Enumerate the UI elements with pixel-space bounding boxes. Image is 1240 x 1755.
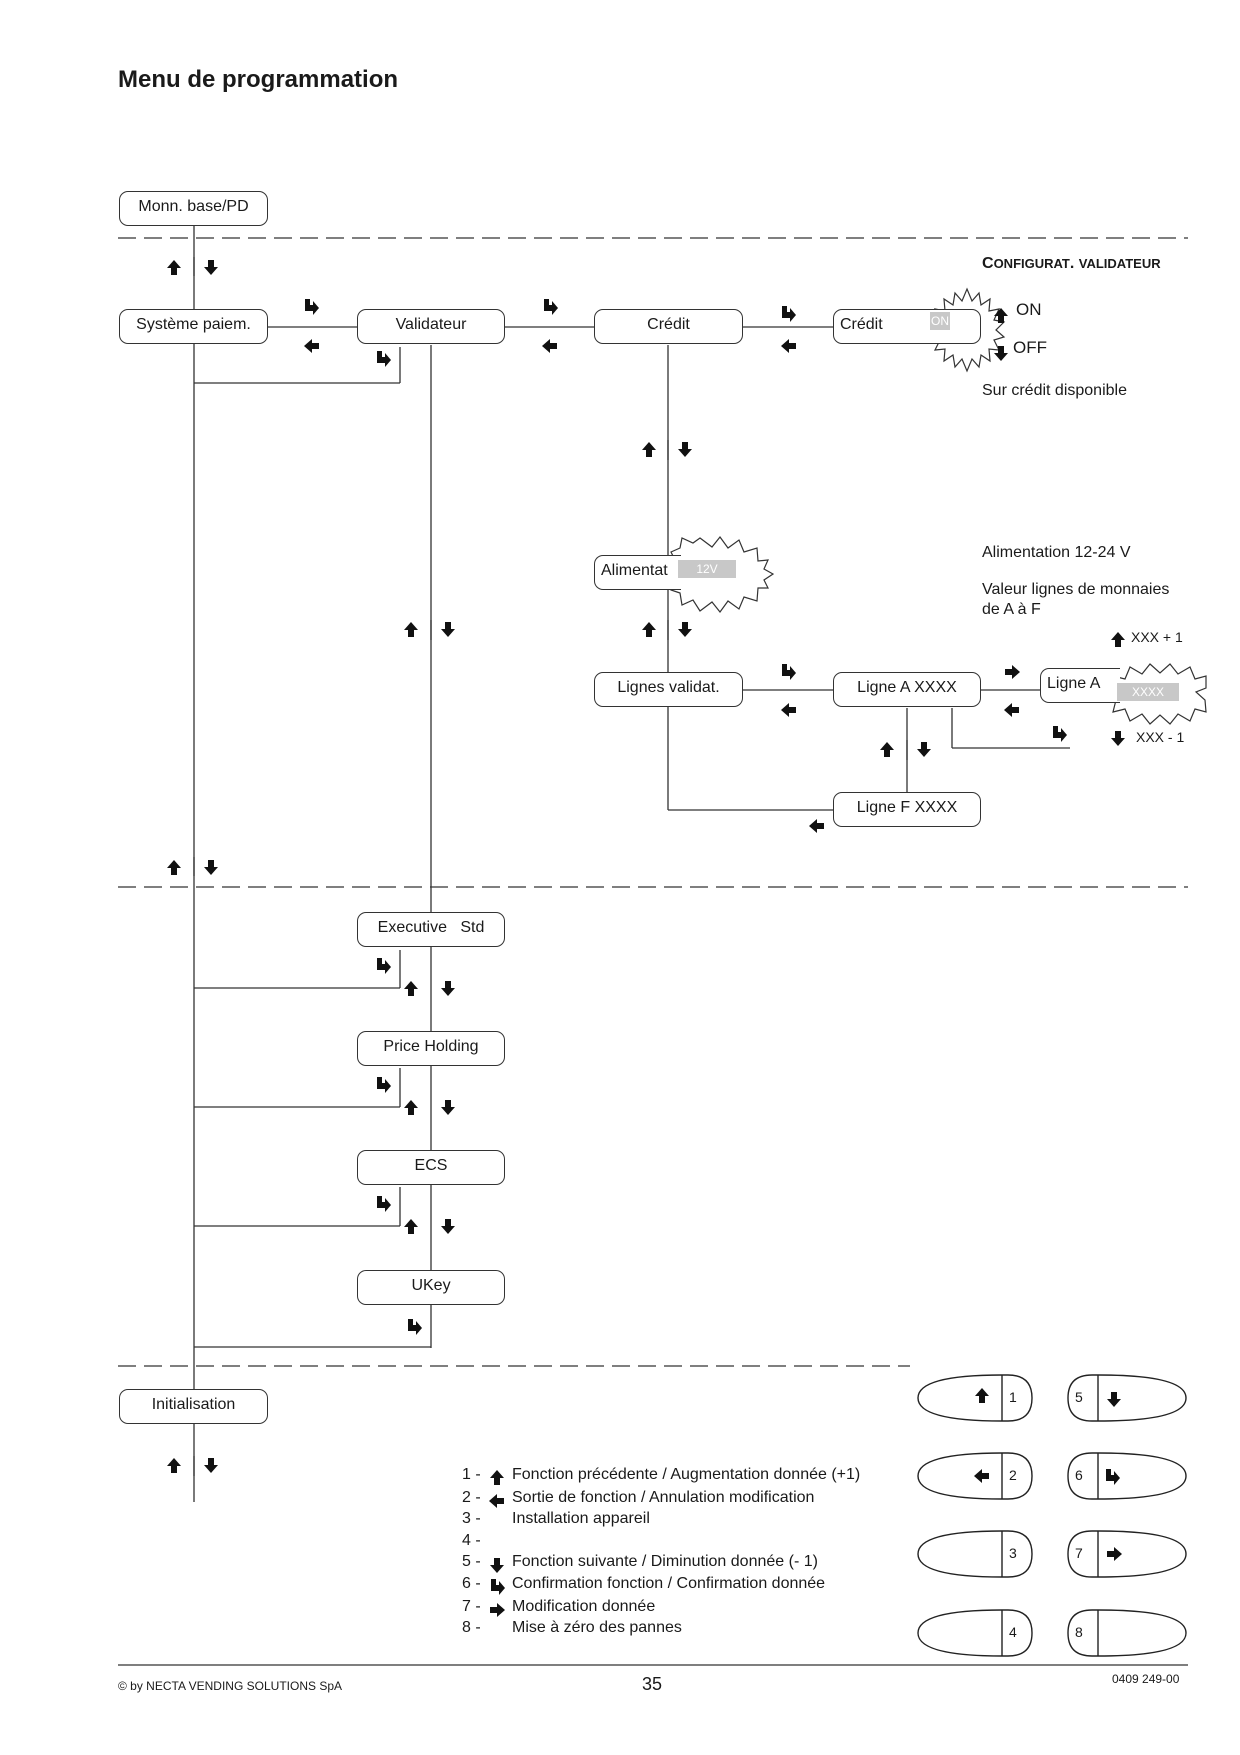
keypad <box>917 1374 1187 1657</box>
sur-credit-note: Sur crédit disponible <box>982 382 1127 399</box>
ligne-a-value[interactable]: XXXX <box>1117 683 1179 701</box>
legend-item-8: 8 -Mise à zéro des pannes <box>462 1619 682 1636</box>
initialisation-box[interactable]: Initialisation <box>119 1389 268 1424</box>
config-validateur-heading: CONFIGURAT. VALIDATEUR <box>982 255 1161 272</box>
keypad-key-5[interactable]: 5 <box>1075 1389 1083 1405</box>
page-title: Menu de programmation <box>118 66 399 93</box>
footer-copyright: © by NECTA VENDING SOLUTIONS SpA <box>118 1679 343 1693</box>
credit-setting-box[interactable]: Crédit <box>833 309 981 344</box>
xxx-plus-note: XXX + 1 <box>1131 629 1183 645</box>
legend-item-7: 7 -Modification donnée <box>462 1598 656 1615</box>
legend-item-4: 4 - <box>462 1532 481 1549</box>
keypad-key-3[interactable]: 3 <box>1009 1545 1017 1561</box>
off-label: OFF <box>1013 338 1047 357</box>
ligne-a-setting-box[interactable]: Ligne A <box>1040 668 1120 703</box>
monn-base-box[interactable]: Monn. base/PD <box>119 191 268 226</box>
validateur-box[interactable]: Validateur <box>357 309 505 344</box>
xxx-minus-note: XXX - 1 <box>1136 729 1185 745</box>
ecs-box[interactable]: ECS <box>357 1150 505 1185</box>
alimentation-note: Alimentation 12-24 V <box>982 544 1131 561</box>
keypad-key-7[interactable]: 7 <box>1075 1545 1083 1561</box>
page-number: 35 <box>642 1674 663 1694</box>
legend-item-2: 2 -Sortie de fonction / Annulation modif… <box>462 1489 815 1506</box>
legend-item-5: 5 -Fonction suivante / Diminution donnée… <box>462 1553 818 1570</box>
valeur-lignes-note-1: Valeur lignes de monnaies <box>982 581 1170 598</box>
systeme-paiem-box[interactable]: Système paiem. <box>119 309 268 344</box>
credit-setting-label: Crédit <box>840 316 883 333</box>
alimentat-value[interactable]: 12V <box>678 560 736 578</box>
alimentat-box[interactable]: Alimentat <box>594 555 681 590</box>
alimentat-label: Alimentat <box>601 562 668 579</box>
lignes-validat-box[interactable]: Lignes validat. <box>594 672 743 707</box>
executive-box[interactable]: Executive Std <box>357 912 505 947</box>
legend-item-6: 6 -Confirmation fonction / Confirmation … <box>462 1575 826 1592</box>
keypad-key-2[interactable]: 2 <box>1009 1467 1017 1483</box>
ligne-a-box[interactable]: Ligne A XXXX <box>833 672 981 707</box>
keypad-key-8[interactable]: 8 <box>1075 1624 1083 1640</box>
credit-on-value[interactable]: ON <box>930 312 950 330</box>
ligne-a-setting-label: Ligne A <box>1047 675 1101 692</box>
on-label: ON <box>1016 300 1042 319</box>
legend-item-3: 3 -Installation appareil <box>462 1510 650 1527</box>
doc-code: 0409 249-00 <box>1112 1672 1180 1686</box>
ligne-f-box[interactable]: Ligne F XXXX <box>833 792 981 827</box>
keypad-key-1[interactable]: 1 <box>1009 1389 1017 1405</box>
price-holding-box[interactable]: Price Holding <box>357 1031 505 1066</box>
ukey-box[interactable]: UKey <box>357 1270 505 1305</box>
keypad-key-6[interactable]: 6 <box>1075 1467 1083 1483</box>
credit-box[interactable]: Crédit <box>594 309 743 344</box>
valeur-lignes-note-2: de A à F <box>982 601 1041 618</box>
legend-item-1: 1 -Fonction précédente / Augmentation do… <box>462 1466 861 1483</box>
keypad-key-4[interactable]: 4 <box>1009 1624 1017 1640</box>
